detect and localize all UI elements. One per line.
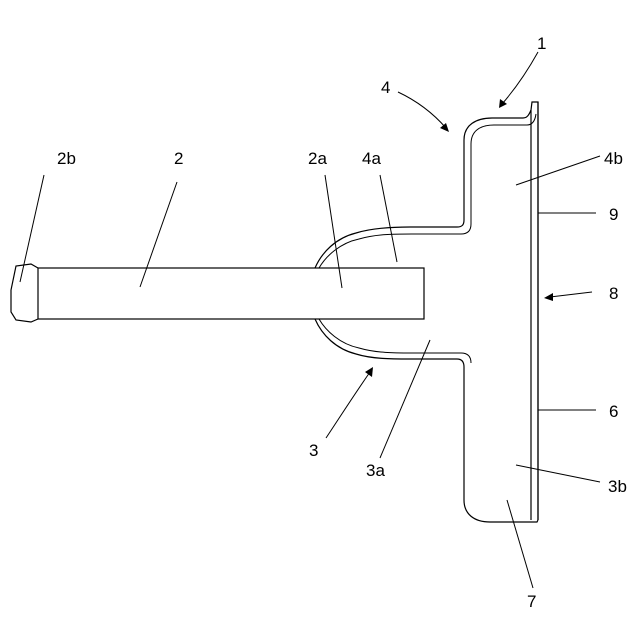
label-2a: 2a <box>308 149 327 168</box>
upper-housing-half <box>315 102 538 520</box>
label-9: 9 <box>609 205 618 224</box>
label-4: 4 <box>381 78 390 97</box>
label-1: 1 <box>537 34 546 53</box>
reference-labels: 1 4 2b 2 2a 4a 4b 9 8 6 3 3a 3b 7 <box>57 34 627 611</box>
label-6: 6 <box>609 402 618 421</box>
label-4b: 4b <box>604 149 623 168</box>
label-3b: 3b <box>608 477 627 496</box>
shaft <box>38 268 424 319</box>
label-2: 2 <box>174 149 183 168</box>
rear-plate <box>531 102 538 520</box>
label-7: 7 <box>527 592 536 611</box>
label-8: 8 <box>609 284 618 303</box>
label-3: 3 <box>309 441 318 460</box>
label-3a: 3a <box>366 461 385 480</box>
leader-lines <box>20 52 600 588</box>
label-2b: 2b <box>57 149 76 168</box>
label-4a: 4a <box>362 149 381 168</box>
shaft-end-cap <box>11 264 38 322</box>
